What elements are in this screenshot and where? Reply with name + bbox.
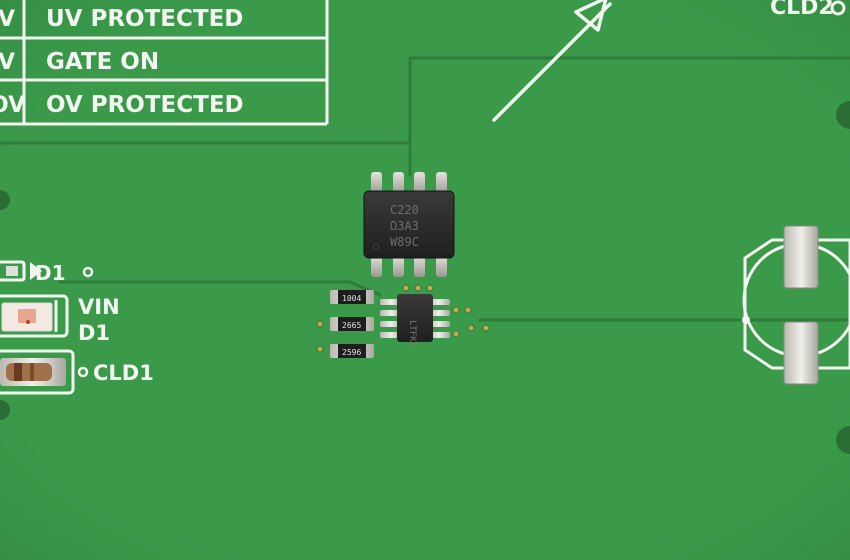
cld1-component (0, 349, 75, 395)
chip-large-marking-3: W89C (390, 235, 419, 249)
resistor-3-code: 2596 (342, 348, 361, 357)
edge-hole (0, 400, 10, 420)
chip-large-marking-1: C220 (390, 203, 419, 217)
chip-small-marking: LTFK1 (407, 320, 417, 347)
led-d1 (0, 294, 69, 338)
status-table (0, 0, 329, 126)
traces (0, 56, 850, 322)
via (77, 366, 89, 378)
edge-hole (836, 101, 850, 129)
chip-small: LTFK1 (380, 294, 450, 347)
pad-bottom (783, 321, 819, 385)
resistor-2-code: 2665 (342, 321, 361, 330)
chip-large-marking-2: Ω3A3 (390, 219, 419, 233)
label-vin: VIN (78, 295, 120, 319)
chip-large-pin1-dot (372, 243, 380, 251)
arrow-icon (492, 0, 612, 122)
chip-large-body (363, 190, 455, 259)
status-label-3: OV PROTECTED (46, 92, 244, 118)
status-code-2: V (0, 50, 15, 75)
edge-hole (836, 426, 850, 454)
chip-large-pins-bottom (371, 255, 447, 277)
chip-small-body (397, 294, 433, 342)
resistor-1-code: 1004 (342, 294, 361, 303)
edge-hole (0, 190, 10, 210)
via (82, 266, 94, 278)
diode-footprint (0, 260, 42, 282)
resistor-3: 2596 (330, 344, 374, 358)
label-d1: D1 (78, 321, 110, 345)
connector-footprint (742, 225, 850, 385)
resistor-2: 2665 (330, 317, 374, 331)
status-label-1: UV PROTECTED (46, 6, 243, 32)
status-label-2: GATE ON (46, 49, 159, 75)
via (830, 0, 846, 16)
resistor-1: 1004 (330, 290, 374, 304)
status-code-3: OV (0, 93, 25, 118)
chip-large: C220 Ω3A3 W89C (363, 172, 455, 277)
chip-large-pins-top (371, 172, 447, 194)
status-code-1: V (0, 7, 15, 32)
label-cld1: CLD1 (93, 361, 154, 385)
vias (316, 284, 490, 353)
pad-top (783, 225, 819, 289)
label-cld2: CLD2 (770, 0, 834, 20)
label-d1-top: D1 (35, 261, 66, 285)
